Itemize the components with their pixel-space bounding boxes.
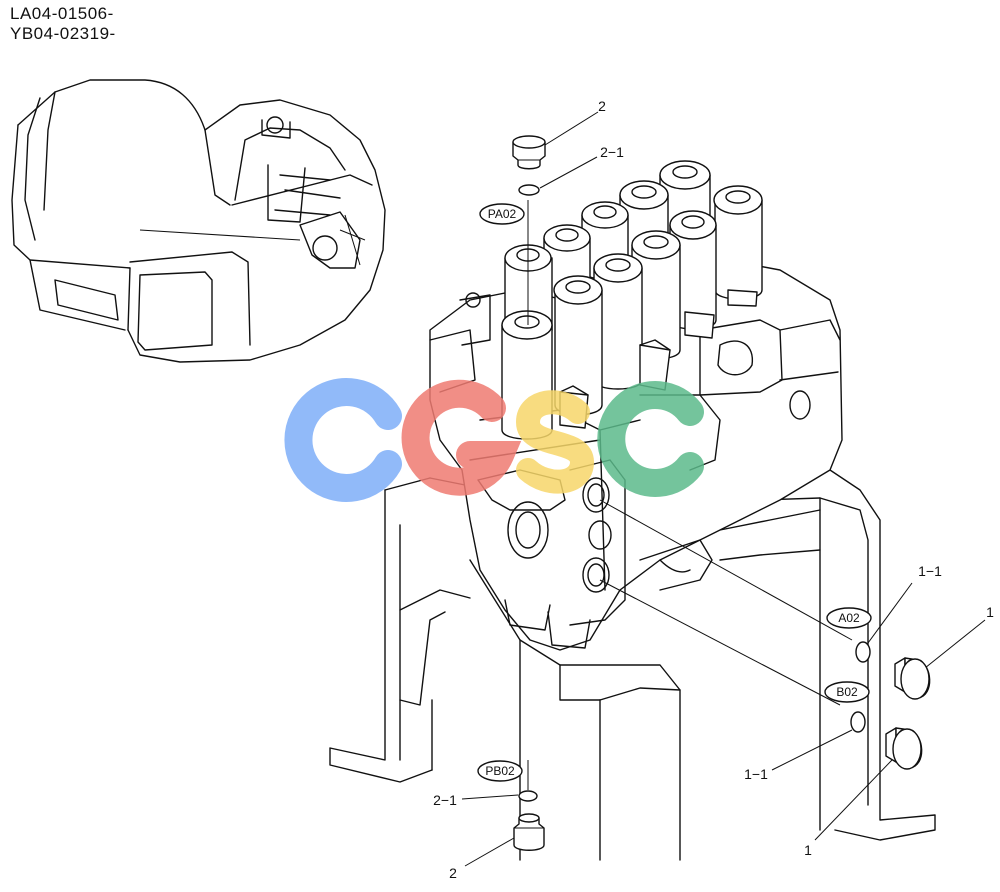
leader-2-bottom [464,837,515,867]
callout-1-lower: 1 [804,842,812,858]
callout-1-upper: 1 [986,604,994,620]
port-tag-b02: B02 [824,681,870,703]
plug-bottom [513,813,545,851]
callout-2-1-top: 2−1 [600,144,624,160]
watermark-letter-c2 [597,381,704,497]
serial-number-range-1: LA04-01506- [10,4,114,23]
centerline-a02 [599,499,853,641]
o-ring-upper [855,641,871,663]
centerline-b02 [599,579,841,706]
callout-2-1-bottom: 2−1 [433,792,457,808]
spool-cap [593,253,643,390]
watermark-letter-g [401,379,522,496]
spool-cap [669,210,717,330]
watermark-letter-s [515,390,595,494]
watermark [284,378,704,502]
spool-cap [713,185,763,300]
port-tag-pa02-label: PA02 [488,207,517,221]
leader-2-1-bottom [461,794,519,800]
port-tag-pb02: PB02 [477,760,523,782]
leader-1-lower [814,759,893,841]
plug-upper [894,657,931,700]
leader-2-top [544,111,599,146]
leader-1-1-lower [771,729,853,771]
port-tag-a02-label: A02 [838,611,860,625]
port-tag-b02-label: B02 [836,685,858,699]
plug-top [512,135,546,170]
spool-cap [553,275,603,416]
hex-fitting [727,289,758,307]
serial-number-range-2: YB04-02319- [10,24,116,43]
watermark-letter-c1 [284,378,402,502]
hex-fitting [684,311,715,339]
port-tag-pb02-label: PB02 [485,764,515,778]
port-tag-pa02: PA02 [479,203,525,225]
o-ring-top [518,184,540,196]
spool-cap [581,201,629,280]
callout-1-1-upper: 1−1 [918,563,942,579]
machine-overview-illustration [11,79,386,363]
leader-2-1-top [539,156,598,189]
leader-lines [461,111,986,867]
callout-2-top: 2 [598,98,606,114]
o-ring-lower [850,711,866,733]
port-tag-a02: A02 [826,607,872,629]
leader-1-1-upper [867,582,913,644]
callout-2-bottom: 2 [449,865,457,881]
o-ring-bottom [518,790,538,802]
callout-1-1-lower: 1−1 [744,766,768,782]
leader-1-upper [924,619,986,669]
plug-lower [885,727,923,770]
